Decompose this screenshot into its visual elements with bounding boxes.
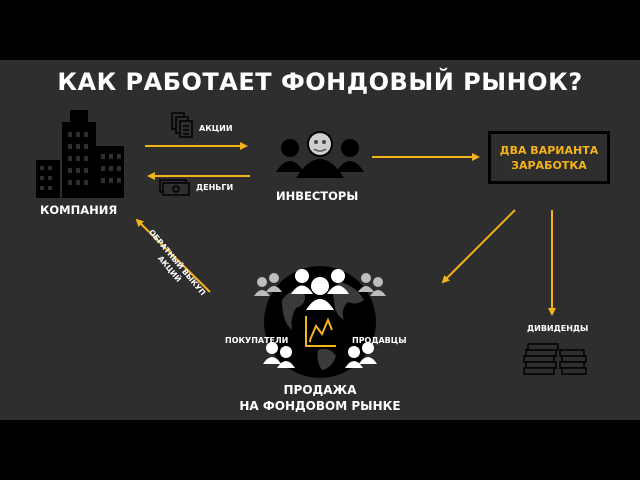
arrow-to-market xyxy=(441,209,516,284)
documents-icon xyxy=(171,112,193,138)
sellers-label: ПРОДАВЦЫ xyxy=(352,336,407,345)
investors-group-icon xyxy=(276,131,364,178)
diagram-board: КОМПАНИЯ ИНВЕСТОРЫ АКЦИИ ДЕНЬГИ ОБРАТНЫЙ… xyxy=(0,60,640,420)
investors-label: ИНВЕСТОРЫ xyxy=(276,189,359,203)
dividends-label: ДИВИДЕНДЫ xyxy=(527,324,589,333)
arrow-buyback xyxy=(135,218,211,293)
company-label: КОМПАНИЯ xyxy=(40,203,118,217)
diagram-graphics xyxy=(36,110,587,378)
people-icon xyxy=(254,269,386,368)
market-sale-label: ПРОДАЖА НА ФОНДОВОМ РЫНКЕ xyxy=(239,383,401,413)
money-label: ДЕНЬГИ xyxy=(196,183,234,192)
buyers-label: ПОКУПАТЕЛИ xyxy=(225,336,289,345)
chart-icon xyxy=(305,316,336,347)
buildings-icon xyxy=(36,110,124,198)
cash-stack-icon xyxy=(523,343,587,375)
page-title: КАК РАБОТАЕТ ФОНДОВЫЙ РЫНОК? xyxy=(57,68,583,96)
money-icon xyxy=(159,179,190,196)
two-ways-box: ДВА ВАРИАНТА ЗАРАБОТКА xyxy=(488,131,610,184)
shares-label: АКЦИИ xyxy=(199,124,233,133)
